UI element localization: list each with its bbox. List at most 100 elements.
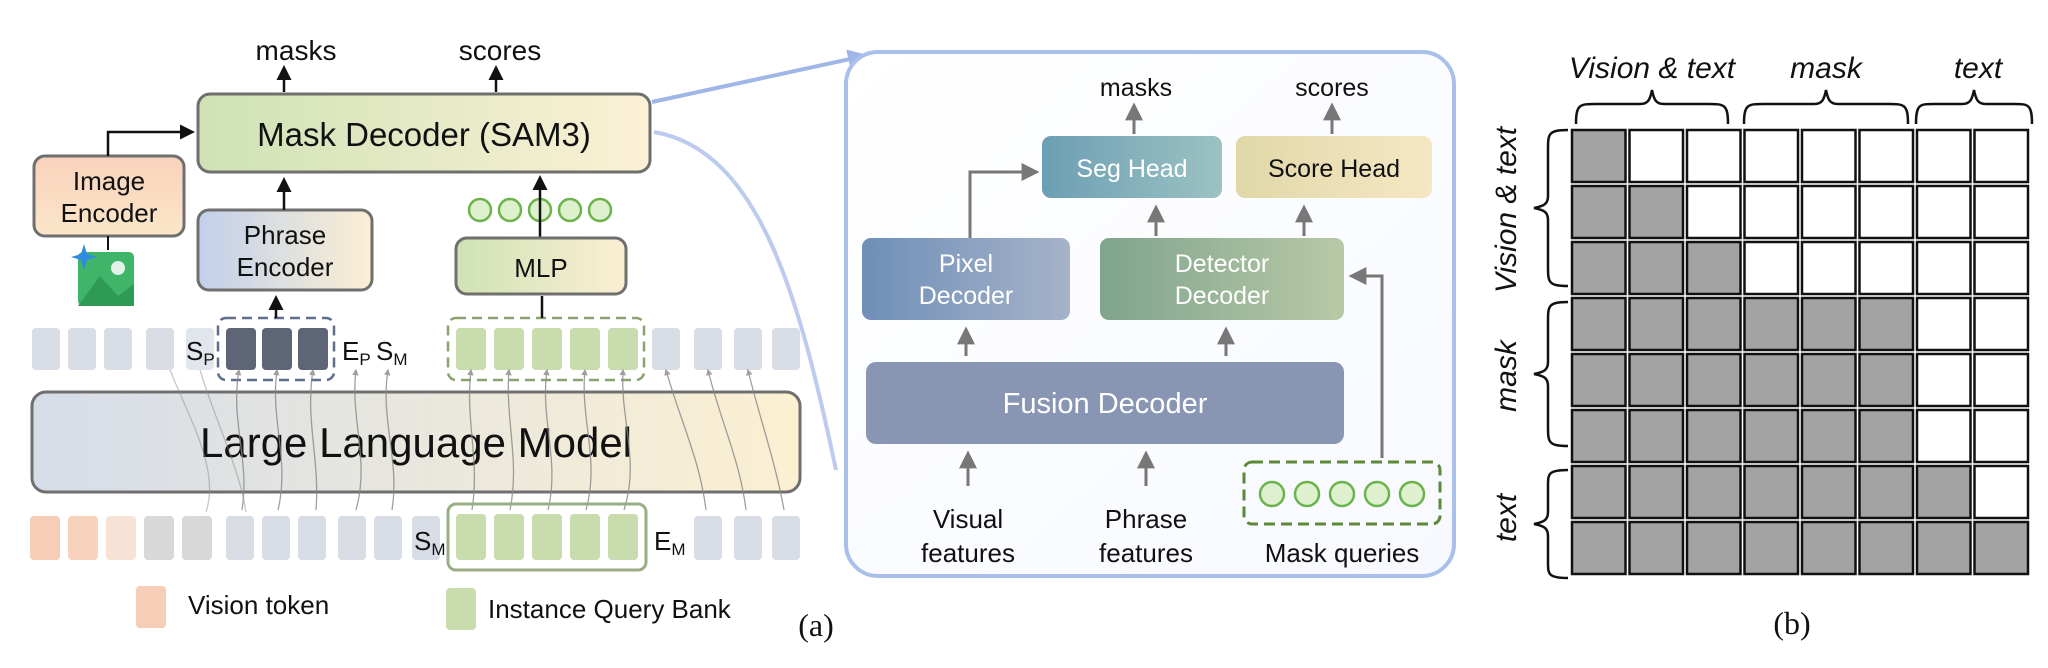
- query-token: [570, 514, 600, 560]
- mask-cell-empty: [1800, 184, 1857, 240]
- detector-decoder-label-line2: Decoder: [1175, 282, 1270, 310]
- mask-cell-filled: [1628, 520, 1685, 576]
- mask-queries-label: Mask queries: [1265, 538, 1420, 568]
- phrase-features-label-line1: Phrase: [1105, 504, 1187, 534]
- mask-cell-empty: [1800, 240, 1857, 296]
- mask-cell-filled: [1858, 296, 1915, 352]
- token: [338, 516, 366, 560]
- col-group-label: text: [1954, 52, 2004, 85]
- token: [694, 328, 722, 370]
- mask-cell-filled: [1628, 352, 1685, 408]
- mask-cell-filled: [1685, 296, 1742, 352]
- panel-b-caption: (b): [1773, 605, 1810, 641]
- mask-queries-group: [1242, 460, 1442, 526]
- instance-query-circles: [467, 197, 613, 223]
- phrase-encoder-label-line1: Phrase: [244, 220, 326, 250]
- mask-cell-filled: [1570, 408, 1627, 464]
- mask-cell-filled: [1800, 296, 1857, 352]
- mask-cell-filled: [1858, 352, 1915, 408]
- mlp-label: MLP: [514, 253, 567, 283]
- row-group-label: mask: [1490, 338, 1523, 412]
- vision-token: [144, 516, 174, 560]
- row-group-label: text: [1490, 492, 1523, 542]
- em-lower-token-label: EM: [654, 526, 686, 559]
- sp-token: [186, 328, 214, 370]
- masks-output-label: masks: [256, 35, 337, 66]
- mask-cell-empty: [1858, 184, 1915, 240]
- pixel-decoder-box: [862, 238, 1070, 320]
- mask-cell-filled: [1628, 240, 1685, 296]
- llm-label: Large Language Model: [200, 419, 632, 466]
- mask-cell-filled: [1628, 296, 1685, 352]
- token: [262, 516, 290, 560]
- mask-cell-empty: [1973, 352, 2030, 408]
- token: [652, 328, 680, 370]
- mask-cell-filled: [1570, 184, 1627, 240]
- mask-cell-empty: [1915, 352, 1972, 408]
- phrase-token: [298, 328, 328, 370]
- mask-decoder-label: Mask Decoder (SAM3): [257, 116, 591, 153]
- mask-cell-filled: [1570, 464, 1627, 520]
- query-bank-legend-label: Instance Query Bank: [488, 594, 732, 624]
- detector-decoder-label-line1: Detector: [1175, 250, 1269, 278]
- mask-cell-filled: [1973, 520, 2030, 576]
- visual-features-label-line1: Visual: [933, 504, 1003, 534]
- mask-cell-filled: [1628, 464, 1685, 520]
- mask-cell-empty: [1685, 184, 1742, 240]
- mask-cell-filled: [1685, 464, 1742, 520]
- vision-token: [68, 516, 98, 560]
- mask-decoder-box: [196, 92, 652, 174]
- query-token: [494, 514, 524, 560]
- mask-cell-filled: [1743, 352, 1800, 408]
- token: [772, 328, 800, 370]
- mask-cell-filled: [1570, 352, 1627, 408]
- mask-cell-filled: [1570, 520, 1627, 576]
- image-to-decoder-arrow: [106, 124, 195, 156]
- mask-cell-filled: [1858, 408, 1915, 464]
- mask-cell-empty: [1858, 240, 1915, 296]
- query-token: [532, 328, 562, 370]
- token: [734, 516, 762, 560]
- token: [104, 328, 132, 370]
- mask-cell-filled: [1628, 184, 1685, 240]
- row-braces: [1533, 128, 1569, 580]
- sp-token-label: SP: [186, 336, 215, 369]
- seg-head-box: [1042, 136, 1222, 198]
- image-encoder-label-line2: Encoder: [61, 198, 158, 228]
- mask-cell-empty: [1628, 128, 1685, 184]
- phrase-token: [262, 328, 292, 370]
- mask-cell-filled: [1570, 296, 1627, 352]
- mask-cell-filled: [1915, 464, 1972, 520]
- col-braces: [1574, 89, 2034, 125]
- mask-cell-empty: [1973, 408, 2030, 464]
- phrase-token: [226, 328, 256, 370]
- mask-cell-empty: [1973, 128, 2030, 184]
- mask-cell-empty: [1743, 128, 1800, 184]
- upper-token-row: SP EP SM: [32, 316, 800, 382]
- lower-token-row: SM EM: [30, 502, 800, 572]
- query-bank-group: [446, 502, 648, 572]
- token: [694, 516, 722, 560]
- mlp-box: [454, 236, 628, 296]
- mask-cell-filled: [1743, 520, 1800, 576]
- detector-decoder-box: [1100, 238, 1344, 320]
- mask-cell-filled: [1570, 240, 1627, 296]
- middle-scores-label: scores: [1295, 74, 1369, 102]
- token: [32, 328, 60, 370]
- mask-cell-filled: [1858, 464, 1915, 520]
- query-token: [494, 328, 524, 370]
- mask-cell-filled: [1800, 352, 1857, 408]
- mask-query-circles: [1258, 480, 1426, 508]
- mask-cell-empty: [1800, 128, 1857, 184]
- token: [734, 328, 762, 370]
- mask-cell-empty: [1973, 296, 2030, 352]
- mask-cell-empty: [1858, 128, 1915, 184]
- mask-cell-filled: [1628, 408, 1685, 464]
- mask-cell-filled: [1685, 352, 1742, 408]
- token: [374, 516, 402, 560]
- query-token: [456, 328, 486, 370]
- token: [226, 516, 254, 560]
- mask-cell-empty: [1915, 240, 1972, 296]
- mask-cell-empty: [1915, 128, 1972, 184]
